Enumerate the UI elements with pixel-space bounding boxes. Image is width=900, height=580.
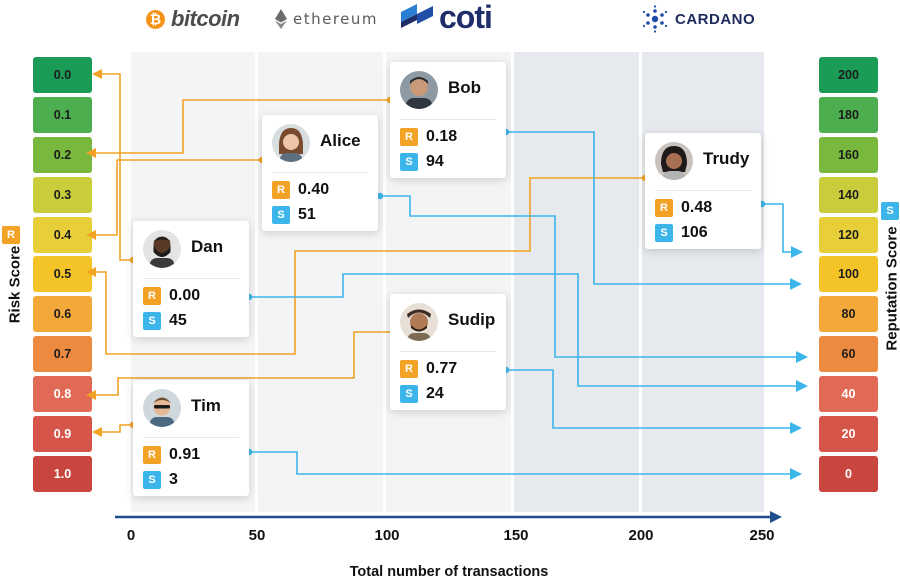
user-name: Sudip bbox=[448, 310, 495, 330]
avatar-alice-icon bbox=[272, 124, 310, 162]
avatar-bob-icon bbox=[400, 71, 438, 109]
user-card-tim[interactable]: Tim R 0.91 S 3 bbox=[133, 380, 249, 496]
x-tick-250: 250 bbox=[749, 527, 774, 544]
reputation-value: 94 bbox=[426, 153, 444, 171]
reputation-badge: S bbox=[272, 206, 290, 224]
reputation-link-sudip bbox=[506, 370, 800, 428]
risk-badge: R bbox=[143, 287, 161, 305]
reputation-value: 106 bbox=[681, 224, 708, 242]
avatar-trudy-icon bbox=[655, 142, 693, 180]
risk-link-tim bbox=[94, 425, 133, 432]
reputation-value: 3 bbox=[169, 471, 178, 489]
risk-value: 0.48 bbox=[681, 199, 712, 217]
x-tick-150: 150 bbox=[503, 527, 528, 544]
x-axis-title: Total number of transactions bbox=[350, 564, 549, 580]
reputation-badge: S bbox=[400, 385, 418, 403]
risk-badge: R bbox=[143, 446, 161, 464]
user-card-sudip[interactable]: Sudip R 0.77 S 24 bbox=[390, 294, 506, 410]
reputation-value: 24 bbox=[426, 385, 444, 403]
card-divider bbox=[400, 351, 496, 352]
risk-badge: R bbox=[400, 360, 418, 378]
x-tick-100: 100 bbox=[374, 527, 399, 544]
reputation-link-tim bbox=[249, 452, 800, 474]
user-card-bob[interactable]: Bob R 0.18 S 94 bbox=[390, 62, 506, 178]
reputation-link-trudy bbox=[762, 204, 801, 252]
user-name: Tim bbox=[191, 396, 221, 416]
x-tick-50: 50 bbox=[249, 527, 266, 544]
risk-value: 0.77 bbox=[426, 360, 457, 378]
card-divider bbox=[143, 437, 239, 438]
x-tick-200: 200 bbox=[628, 527, 653, 544]
reputation-badge: S bbox=[400, 153, 418, 171]
user-card-dan[interactable]: Dan R 0.00 S 45 bbox=[133, 221, 249, 337]
user-name: Dan bbox=[191, 237, 223, 257]
risk-link-dan bbox=[94, 74, 133, 260]
avatar-sudip-icon bbox=[400, 303, 438, 341]
risk-value: 0.91 bbox=[169, 446, 200, 464]
user-name: Trudy bbox=[703, 149, 749, 169]
reputation-value: 45 bbox=[169, 312, 187, 330]
reputation-badge: S bbox=[143, 471, 161, 489]
card-divider bbox=[655, 190, 751, 191]
reputation-badge: S bbox=[143, 312, 161, 330]
card-divider bbox=[272, 172, 368, 173]
risk-badge: R bbox=[400, 128, 418, 146]
risk-value: 0.18 bbox=[426, 128, 457, 146]
card-divider bbox=[400, 119, 496, 120]
user-card-alice[interactable]: Alice R 0.40 S 51 bbox=[262, 115, 378, 231]
reputation-value: 51 bbox=[298, 206, 316, 224]
user-name: Alice bbox=[320, 131, 361, 151]
risk-value: 0.40 bbox=[298, 181, 329, 199]
user-name: Bob bbox=[448, 78, 481, 98]
card-divider bbox=[143, 278, 239, 279]
risk-badge: R bbox=[272, 181, 290, 199]
avatar-tim-icon bbox=[143, 389, 181, 427]
reputation-badge: S bbox=[655, 224, 673, 242]
user-card-trudy[interactable]: Trudy R 0.48 S 106 bbox=[645, 133, 761, 249]
risk-value: 0.00 bbox=[169, 287, 200, 305]
avatar-dan-icon bbox=[143, 230, 181, 268]
x-axis-arrowhead bbox=[770, 511, 782, 523]
risk-badge: R bbox=[655, 199, 673, 217]
x-tick-0: 0 bbox=[127, 527, 135, 544]
